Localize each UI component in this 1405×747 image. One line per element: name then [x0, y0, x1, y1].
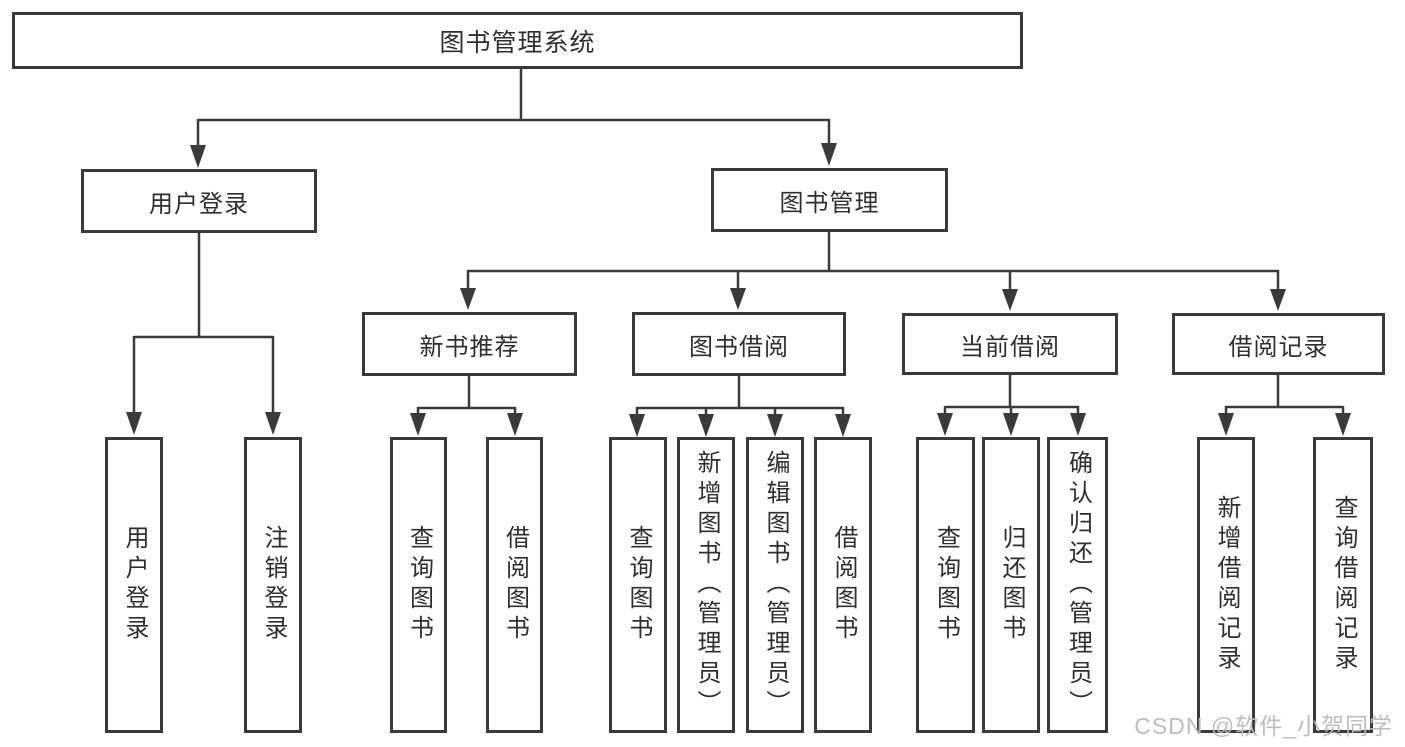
- leaf-records-query-record-label: 查询借阅记录: [1330, 495, 1357, 675]
- leaf-borrowing-query-books-label: 查询图书: [625, 525, 652, 645]
- leaf-borrowing-edit-books-admin-label: 编辑图书（管理员）: [762, 450, 789, 720]
- connector-currentborrow-leaves: [943, 375, 1080, 417]
- node-library-system: 图书管理系统: [12, 12, 1023, 69]
- leaf-current-query-books: 查询图书: [916, 437, 975, 733]
- leaf-logout: 注销登录: [244, 437, 302, 733]
- connector-bookborrow-leaves: [635, 376, 845, 418]
- node-book-management: 图书管理: [711, 168, 948, 232]
- connector-borrowrecord-leaves: [1224, 375, 1345, 417]
- leaf-records-add-record: 新增借阅记录: [1197, 437, 1255, 733]
- leaf-current-confirm-return-admin-label: 确认归还（管理员）: [1064, 450, 1092, 720]
- node-new-book-recommend: 新书推荐: [362, 312, 577, 376]
- leaf-borrowing-query-books: 查询图书: [609, 437, 667, 733]
- leaf-newbook-borrow-books: 借阅图书: [486, 437, 543, 733]
- leaf-records-query-record: 查询借阅记录: [1313, 437, 1373, 733]
- leaf-current-return-books-label: 归还图书: [998, 525, 1025, 645]
- connector-root-level2: [196, 69, 831, 150]
- leaf-user-login: 用户登录: [105, 437, 163, 733]
- leaf-borrowing-borrow-books-label: 借阅图书: [830, 525, 857, 645]
- leaf-borrowing-edit-books-admin: 编辑图书（管理员）: [746, 437, 804, 733]
- leaf-newbook-borrow-books-label: 借阅图书: [501, 525, 529, 645]
- node-user-login: 用户登录: [81, 169, 317, 233]
- leaf-user-login-label: 用户登录: [121, 525, 148, 645]
- leaf-borrowing-borrow-books: 借阅图书: [814, 437, 872, 733]
- connector-userlogin-leaves: [132, 233, 275, 417]
- leaf-current-confirm-return-admin: 确认归还（管理员）: [1047, 437, 1108, 733]
- node-borrow-records: 借阅记录: [1172, 313, 1385, 375]
- leaf-records-add-record-label: 新增借阅记录: [1213, 495, 1240, 675]
- node-current-borrowing: 当前借阅: [902, 313, 1118, 375]
- csdn-watermark: CSDN @软件_小贺同学: [1134, 713, 1393, 739]
- connector-bookmgmt-level3: [466, 232, 1280, 293]
- leaf-borrowing-add-books-admin-label: 新增图书（管理员）: [693, 450, 720, 720]
- leaf-logout-label: 注销登录: [260, 525, 287, 645]
- arrowheads: [126, 143, 1351, 437]
- leaf-newbook-query-books-label: 查询图书: [405, 525, 433, 645]
- leaf-current-return-books: 归还图书: [982, 437, 1040, 733]
- leaf-current-query-books-label: 查询图书: [932, 525, 960, 645]
- connector-newbook-leaves: [416, 376, 517, 417]
- node-book-borrowing: 图书借阅: [632, 312, 846, 376]
- leaf-borrowing-add-books-admin: 新增图书（管理员）: [677, 437, 735, 733]
- leaf-newbook-query-books: 查询图书: [390, 437, 447, 733]
